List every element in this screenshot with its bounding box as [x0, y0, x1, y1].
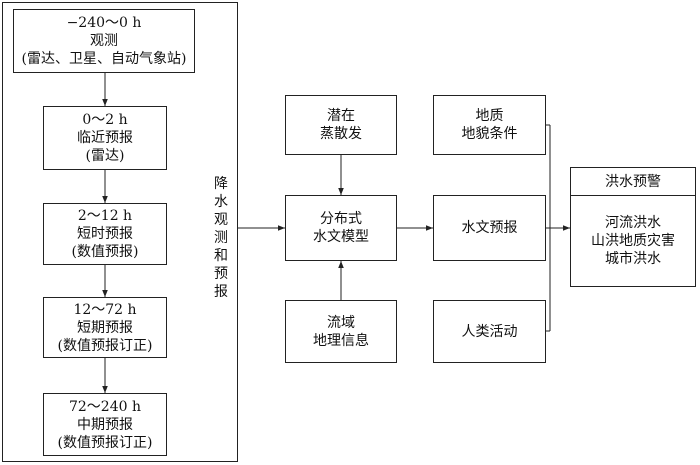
human-activity-label: 人类活动: [461, 323, 518, 340]
distributed-model-line1: 分布式: [320, 211, 362, 227]
hydrological-forecast-box: 水文预报: [433, 195, 546, 261]
geology-line2: 地貌条件: [461, 126, 518, 142]
step-observation-name: 观测: [90, 33, 118, 49]
step-nowcast-name: 临近预报: [77, 130, 133, 146]
flood-type-urban: 城市洪水: [605, 251, 661, 267]
step-very-short-range-range: 2～12 h: [77, 208, 133, 224]
watershed-info-line1: 流域: [327, 314, 355, 331]
potential-evapotranspiration-box: 潜在 蒸散发: [285, 95, 397, 155]
distributed-hydrological-model-box: 分布式 水文模型: [285, 195, 397, 261]
step-observation-note: (雷达、卫星、自动气象站): [21, 51, 187, 67]
potential-evapotranspiration-line1: 潜在: [327, 108, 355, 124]
step-medium-range-range: 72～240 h: [68, 398, 141, 415]
step-nowcast-note: (雷达): [85, 148, 125, 164]
precipitation-side-label: 降水观测和预报: [214, 176, 228, 300]
hydrological-forecast-label: 水文预报: [461, 220, 518, 236]
step-observation-range: −240～0 h: [66, 15, 142, 31]
step-nowcast-range: 0～2 h: [82, 112, 128, 128]
step-very-short-range-note: (数值预报): [71, 244, 139, 260]
potential-evapotranspiration-line2: 蒸散发: [320, 126, 362, 142]
step-medium-range-name: 中期预报: [77, 416, 133, 433]
step-very-short-range: 2～12 h 短时预报 (数值预报): [43, 203, 167, 265]
step-medium-range-note: (数值预报订正): [57, 434, 153, 451]
flood-warning-title-cell: 洪水预警: [571, 168, 695, 196]
step-short-range: 12～72 h 短期预报 (数值预报订正): [43, 297, 167, 358]
human-activity-box: 人类活动: [433, 300, 546, 363]
flood-type-river: 河流洪水: [605, 215, 661, 231]
step-short-range-note: (数值预报订正): [57, 337, 153, 354]
step-short-range-range: 12～72 h: [73, 301, 137, 318]
step-short-range-name: 短期预报: [77, 319, 133, 336]
geology-landform-box: 地质 地貌条件: [433, 95, 546, 155]
flood-warning-title: 洪水预警: [605, 173, 661, 190]
flood-warning-box: 洪水预警 河流洪水 山洪地质灾害 城市洪水: [570, 167, 696, 287]
flood-types-list: 河流洪水 山洪地质灾害 城市洪水: [571, 196, 695, 286]
step-nowcast: 0～2 h 临近预报 (雷达): [43, 106, 167, 170]
step-observation: −240～0 h 观测 (雷达、卫星、自动气象站): [13, 9, 195, 73]
watershed-geographic-info-box: 流域 地理信息: [285, 300, 397, 363]
geology-line1: 地质: [475, 108, 504, 124]
distributed-model-line2: 水文模型: [313, 229, 369, 245]
step-medium-range: 72～240 h 中期预报 (数值预报订正): [43, 393, 167, 456]
flood-type-mountain-geohazard: 山洪地质灾害: [591, 233, 675, 249]
watershed-info-line2: 地理信息: [313, 332, 369, 349]
step-very-short-range-name: 短时预报: [77, 226, 133, 242]
